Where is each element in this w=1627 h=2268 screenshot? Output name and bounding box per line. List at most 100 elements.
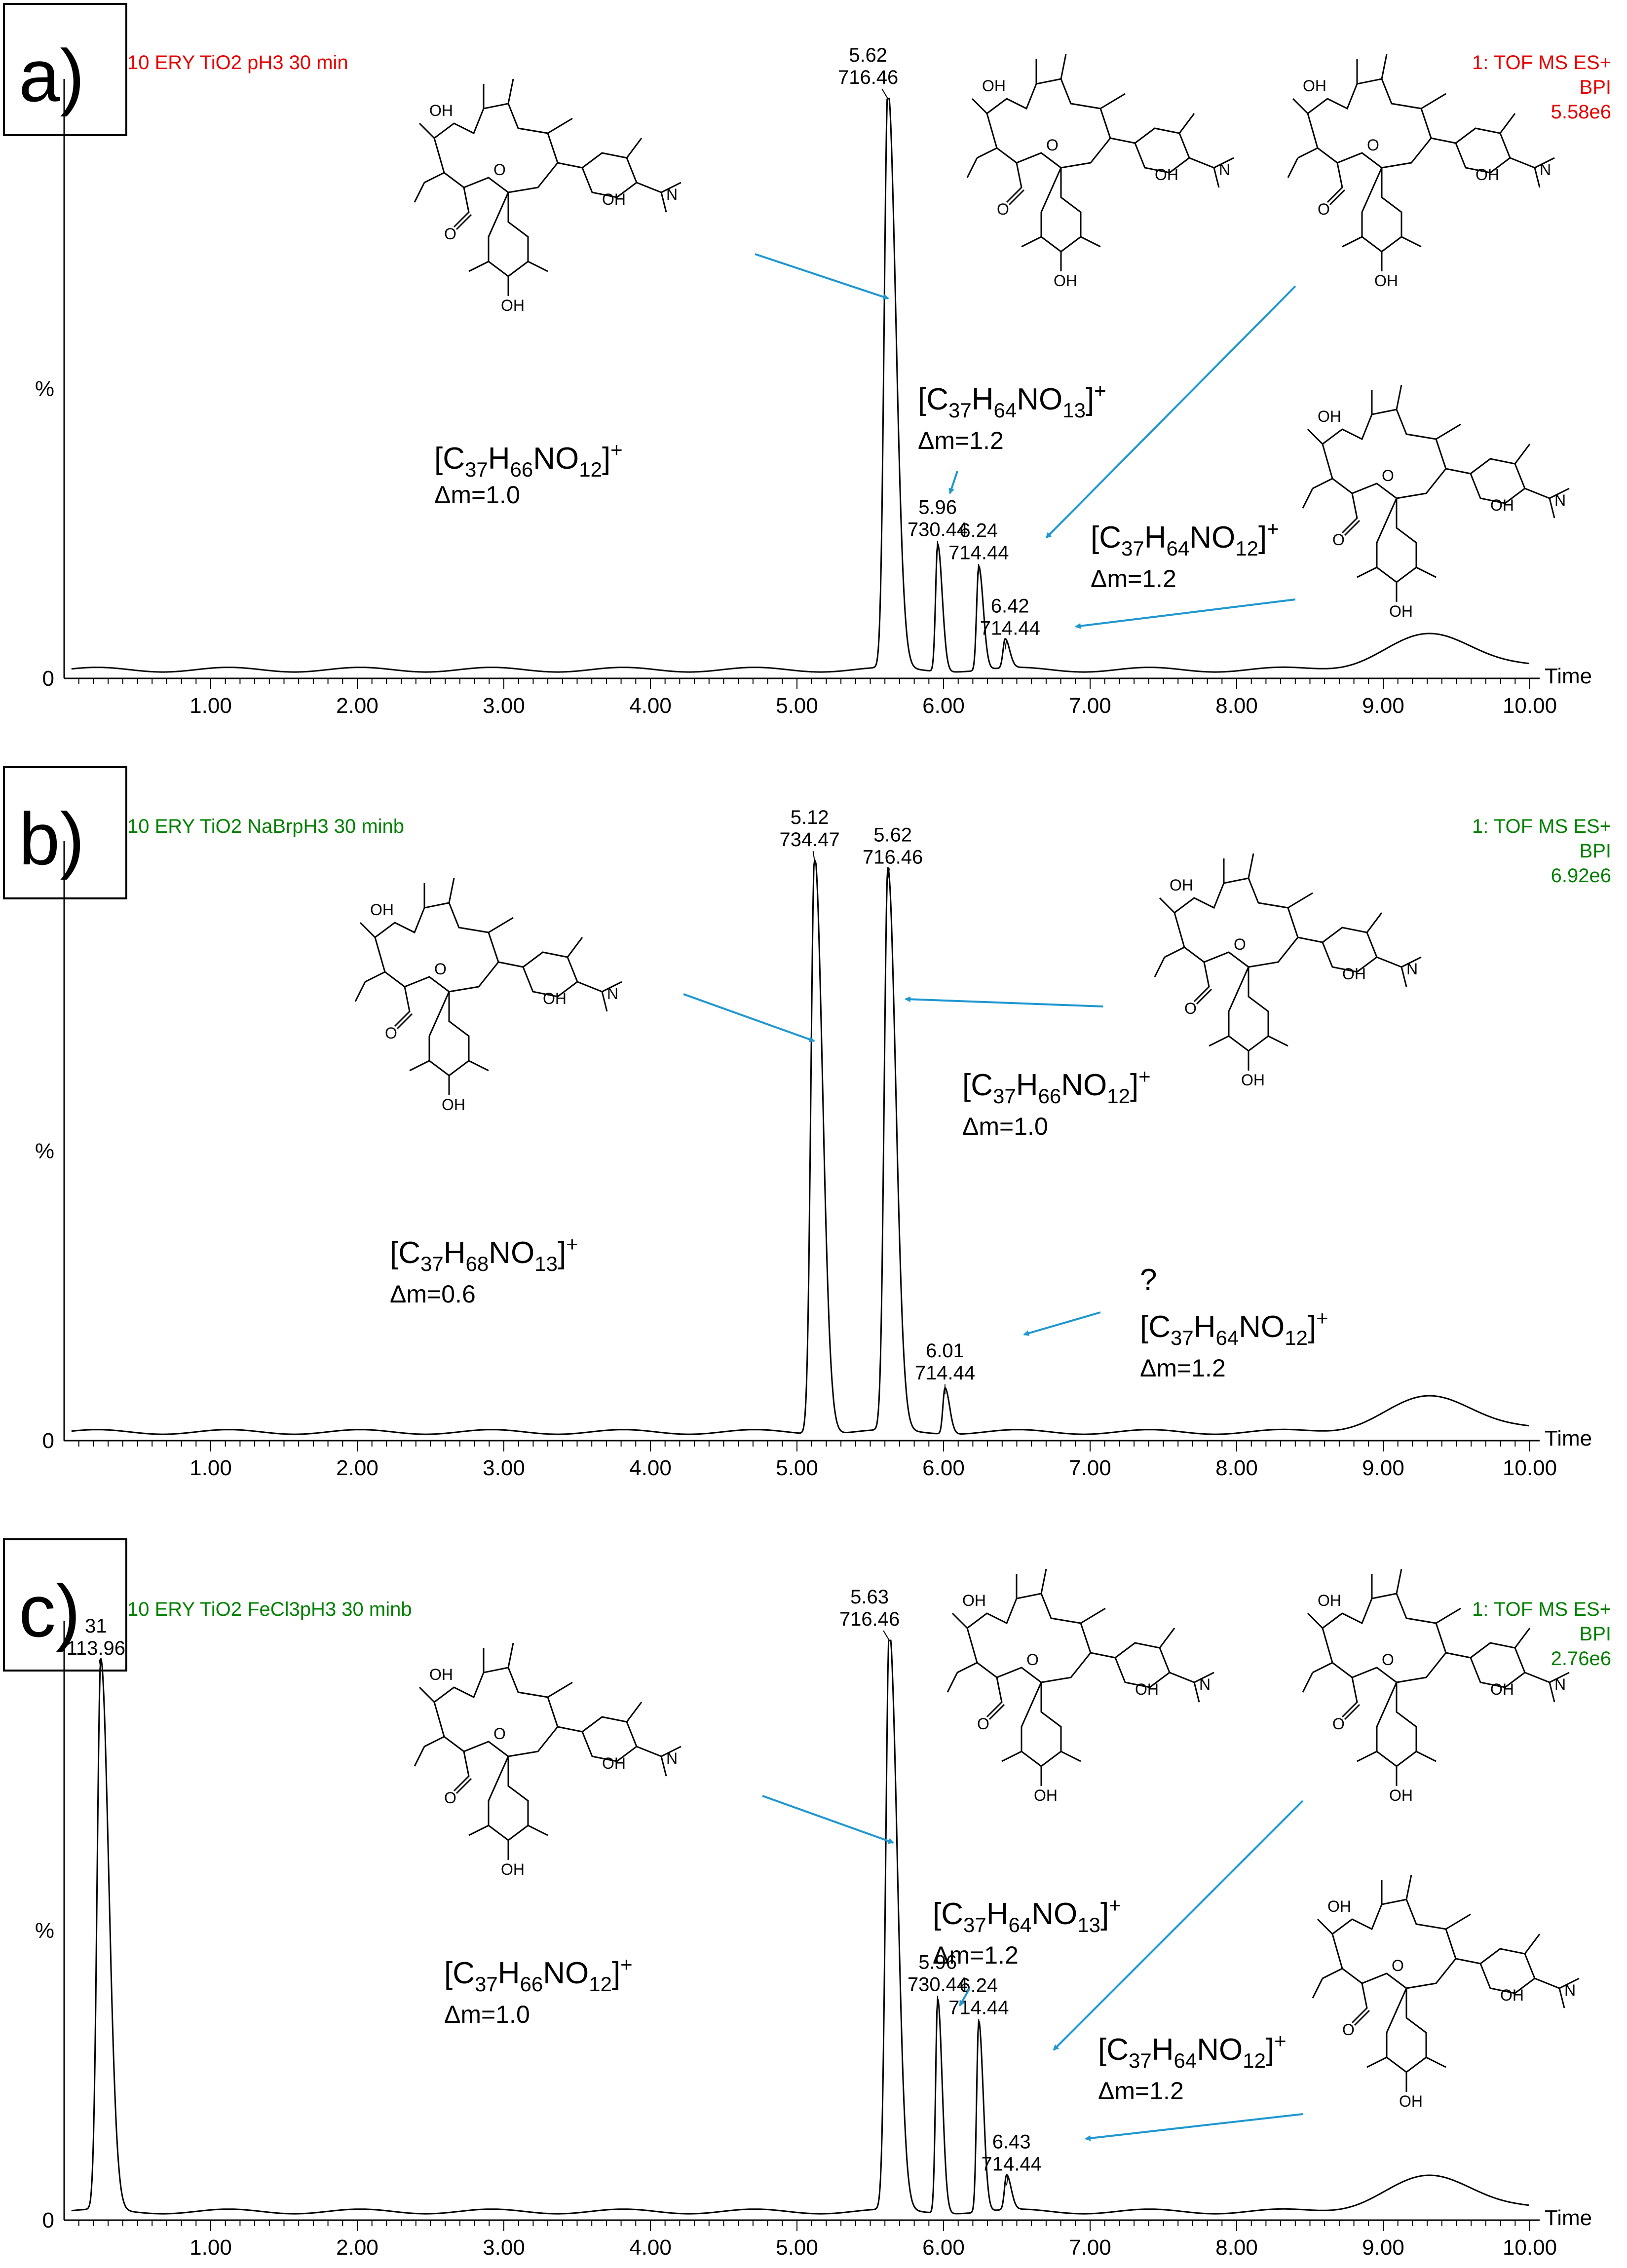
formula-label: [C37H66NO12]+ (434, 438, 623, 481)
structure-isomer-2 (1302, 384, 1570, 621)
peak-rt-label: 6.43 (992, 2131, 1031, 2153)
peak-mz-label: 714.44 (982, 2154, 1042, 2175)
peak-mz-label: 714.44 (948, 1997, 1009, 2018)
y-tick-label: 0 (42, 2208, 54, 2232)
structure-isomer-1 (1287, 53, 1555, 291)
x-axis-label: Time (1545, 2206, 1592, 2230)
x-tick-label: 10.00 (1503, 694, 1557, 718)
x-tick-label: 8.00 (1215, 2235, 1258, 2260)
x-tick-label: 8.00 (1215, 1456, 1258, 1480)
peak-leader (887, 868, 890, 879)
detector-label: 1: TOF MS ES+ (1472, 1599, 1611, 1620)
x-tick-label: 3.00 (483, 1456, 525, 1480)
x-tick-label: 5.00 (776, 1456, 818, 1480)
mass-error-label: Δm=1.2 (933, 1941, 1019, 1969)
x-tick-label: 2.00 (336, 694, 378, 718)
x-axis-label: Time (1545, 664, 1592, 688)
peak-mz-label: 714.44 (980, 617, 1040, 639)
mass-error-label: Δm=0.6 (390, 1280, 476, 1308)
panel-label-box (3, 1538, 127, 1672)
mode-label: BPI (1580, 1623, 1611, 1645)
x-tick-label: 9.00 (1362, 2235, 1404, 2260)
y-tick-label: 0 (42, 1429, 54, 1453)
annotation-arrow (905, 996, 1103, 1007)
peak-mz-label: 730.44 (908, 519, 968, 541)
annotation-arrow (1023, 1311, 1101, 1336)
peak-mz-label: 714.44 (915, 1362, 975, 1384)
formula-label: [C37H66NO12]+ (962, 1065, 1151, 1108)
x-tick-label: 4.00 (629, 2235, 672, 2260)
peak-leader (99, 1659, 102, 1670)
x-tick-label: 7.00 (1069, 1456, 1111, 1480)
detector-label: 1: TOF MS ES+ (1472, 52, 1611, 74)
x-tick-label: 10.00 (1503, 1456, 1557, 1480)
x-tick-label: 5.00 (776, 2235, 818, 2260)
panel-b: b) 10 ERY TiO2 NaBrpH3 30 minb 1: TOF MS… (3, 766, 1611, 1480)
x-tick-label: 7.00 (1069, 2235, 1111, 2260)
panel-label: b) (19, 797, 84, 880)
formula-label: [C37H68NO13]+ (390, 1232, 578, 1275)
annotation-arrow (755, 253, 889, 300)
mass-error-label: Δm=1.2 (1091, 565, 1176, 593)
x-tick-label: 3.00 (483, 694, 525, 718)
x-tick-label: 9.00 (1362, 694, 1404, 718)
peak-leader (881, 88, 888, 99)
annotation-arrow (683, 993, 815, 1042)
structure-erythromycin (1154, 853, 1422, 1090)
structure-erythromycin (414, 1642, 682, 1879)
peak-rt-label: 5.96 (918, 497, 957, 519)
x-tick-label: 6.00 (922, 694, 965, 718)
question-mark: ? (1140, 1263, 1157, 1297)
formula-label: [C37H64NO13]+ (933, 1894, 1121, 1936)
peak-rt-label: 5.12 (791, 807, 829, 828)
intensity-label: 5.58e6 (1551, 101, 1611, 123)
mass-error-label: Δm=1.2 (918, 427, 1004, 454)
peak-rt-label: 31 (85, 1615, 107, 1637)
peak-rt-label: 6.24 (959, 1974, 998, 1996)
peak-rt-label: 5.62 (849, 44, 887, 66)
intensity-label: 6.92e6 (1551, 865, 1611, 887)
formula-label: [C37H64NO13]+ (918, 379, 1106, 422)
peak-rt-label: 6.01 (926, 1340, 964, 1362)
sample-name: 10 ERY TiO2 FeCl3pH3 30 minb (127, 1599, 412, 1620)
peak-mz-label: 714.44 (948, 542, 1009, 564)
structure-hydrated-product (354, 877, 623, 1115)
peak-leader (1006, 2175, 1009, 2186)
x-axis-label: Time (1545, 1426, 1592, 1450)
peak-rt-label: 6.24 (959, 520, 998, 542)
sample-name: 10 ERY TiO2 NaBrpH3 30 minb (127, 816, 404, 837)
detector-label: 1: TOF MS ES+ (1472, 816, 1611, 837)
mode-label: BPI (1580, 76, 1611, 98)
intensity-label: 2.76e6 (1551, 1648, 1611, 1670)
peak-rt-label: 5.62 (873, 824, 912, 846)
formula-label: [C37H64NO12]+ (1091, 517, 1279, 560)
peak-mz-label: 716.46 (839, 1608, 900, 1630)
chromatogram-trace (71, 860, 1529, 1435)
x-tick-label: 4.00 (629, 694, 672, 718)
structure-keto-product (966, 53, 1235, 291)
mass-error-label: Δm=1.2 (1098, 2077, 1184, 2105)
x-tick-label: 2.00 (336, 2235, 378, 2260)
mass-error-label: Δm=1.0 (434, 481, 520, 509)
peak-leader (1004, 639, 1007, 650)
y-axis-label: % (35, 377, 54, 401)
peak-labels: 31113.965.63716.465.96730.446.24714.446.… (67, 1586, 1042, 2186)
x-tick-label: 2.00 (336, 1456, 378, 1480)
mode-label: BPI (1580, 840, 1611, 862)
x-tick-label: 8.00 (1215, 694, 1258, 718)
mass-error-label: Δm=1.2 (1140, 1354, 1226, 1382)
peak-mz-label: 716.46 (838, 67, 898, 88)
structure-keto-product (946, 1568, 1215, 1805)
peak-rt-label: 6.42 (991, 595, 1029, 617)
annotation-arrow (959, 1988, 971, 2007)
mass-error-label: Δm=1.0 (444, 2001, 530, 2028)
formula-label: [C37H64NO12]+ (1140, 1306, 1328, 1349)
structure-erythromycin (414, 78, 682, 315)
sample-name: 10 ERY TiO2 pH3 30 min (127, 52, 348, 74)
annotation-arrow (1053, 1800, 1304, 2051)
y-axis-label: % (35, 1919, 54, 1943)
